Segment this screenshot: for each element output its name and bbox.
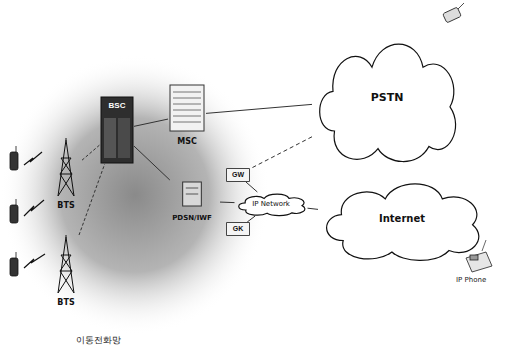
pdsn-unit: PDSN/IWF — [164, 180, 220, 222]
device-label: IP Phone — [456, 276, 486, 284]
node-label: Internet — [379, 213, 425, 225]
bsc-cabinet: BSC — [100, 96, 134, 164]
node-label: MSC — [177, 137, 197, 146]
cloud-network: PSTN — [312, 32, 462, 164]
cloud-network: Internet — [318, 176, 486, 262]
mobile-phone — [10, 146, 18, 276]
link-line — [220, 202, 235, 204]
tower-icon — [50, 138, 82, 210]
node-label: IP Network — [252, 200, 290, 208]
region-caption: 이동전화망 — [76, 334, 121, 347]
node-label: GK — [233, 225, 244, 233]
link-line — [308, 208, 319, 209]
link-line — [134, 146, 170, 180]
bts-tower: BTS — [50, 138, 82, 210]
tower-icon — [50, 235, 82, 307]
radio-link — [24, 152, 45, 268]
msc-rack: MSC — [168, 84, 206, 146]
node-label: BSC — [109, 101, 126, 110]
rack-icon — [168, 84, 206, 146]
node-label: BTS — [57, 201, 74, 210]
mobile-network-region — [0, 55, 270, 335]
ip-phone-icon — [466, 252, 492, 272]
phone-icon — [443, 3, 464, 23]
node-label: BTS — [57, 298, 74, 307]
link-line — [206, 104, 312, 113]
gateway-box: GW — [226, 168, 250, 182]
gatekeeper-box: GK — [226, 222, 250, 236]
node-label: PDSN/IWF — [172, 214, 212, 222]
node-label: GW — [232, 171, 244, 179]
link-line — [246, 182, 257, 192]
cloud-network: IP Network — [235, 192, 308, 216]
bts-tower: BTS — [50, 235, 82, 307]
link-line — [82, 145, 100, 161]
node-label: PSTN — [371, 92, 404, 105]
link-line — [250, 137, 312, 169]
phone-link — [482, 240, 486, 251]
link-line — [79, 164, 105, 235]
link-line — [134, 119, 168, 126]
link-line — [247, 216, 255, 222]
